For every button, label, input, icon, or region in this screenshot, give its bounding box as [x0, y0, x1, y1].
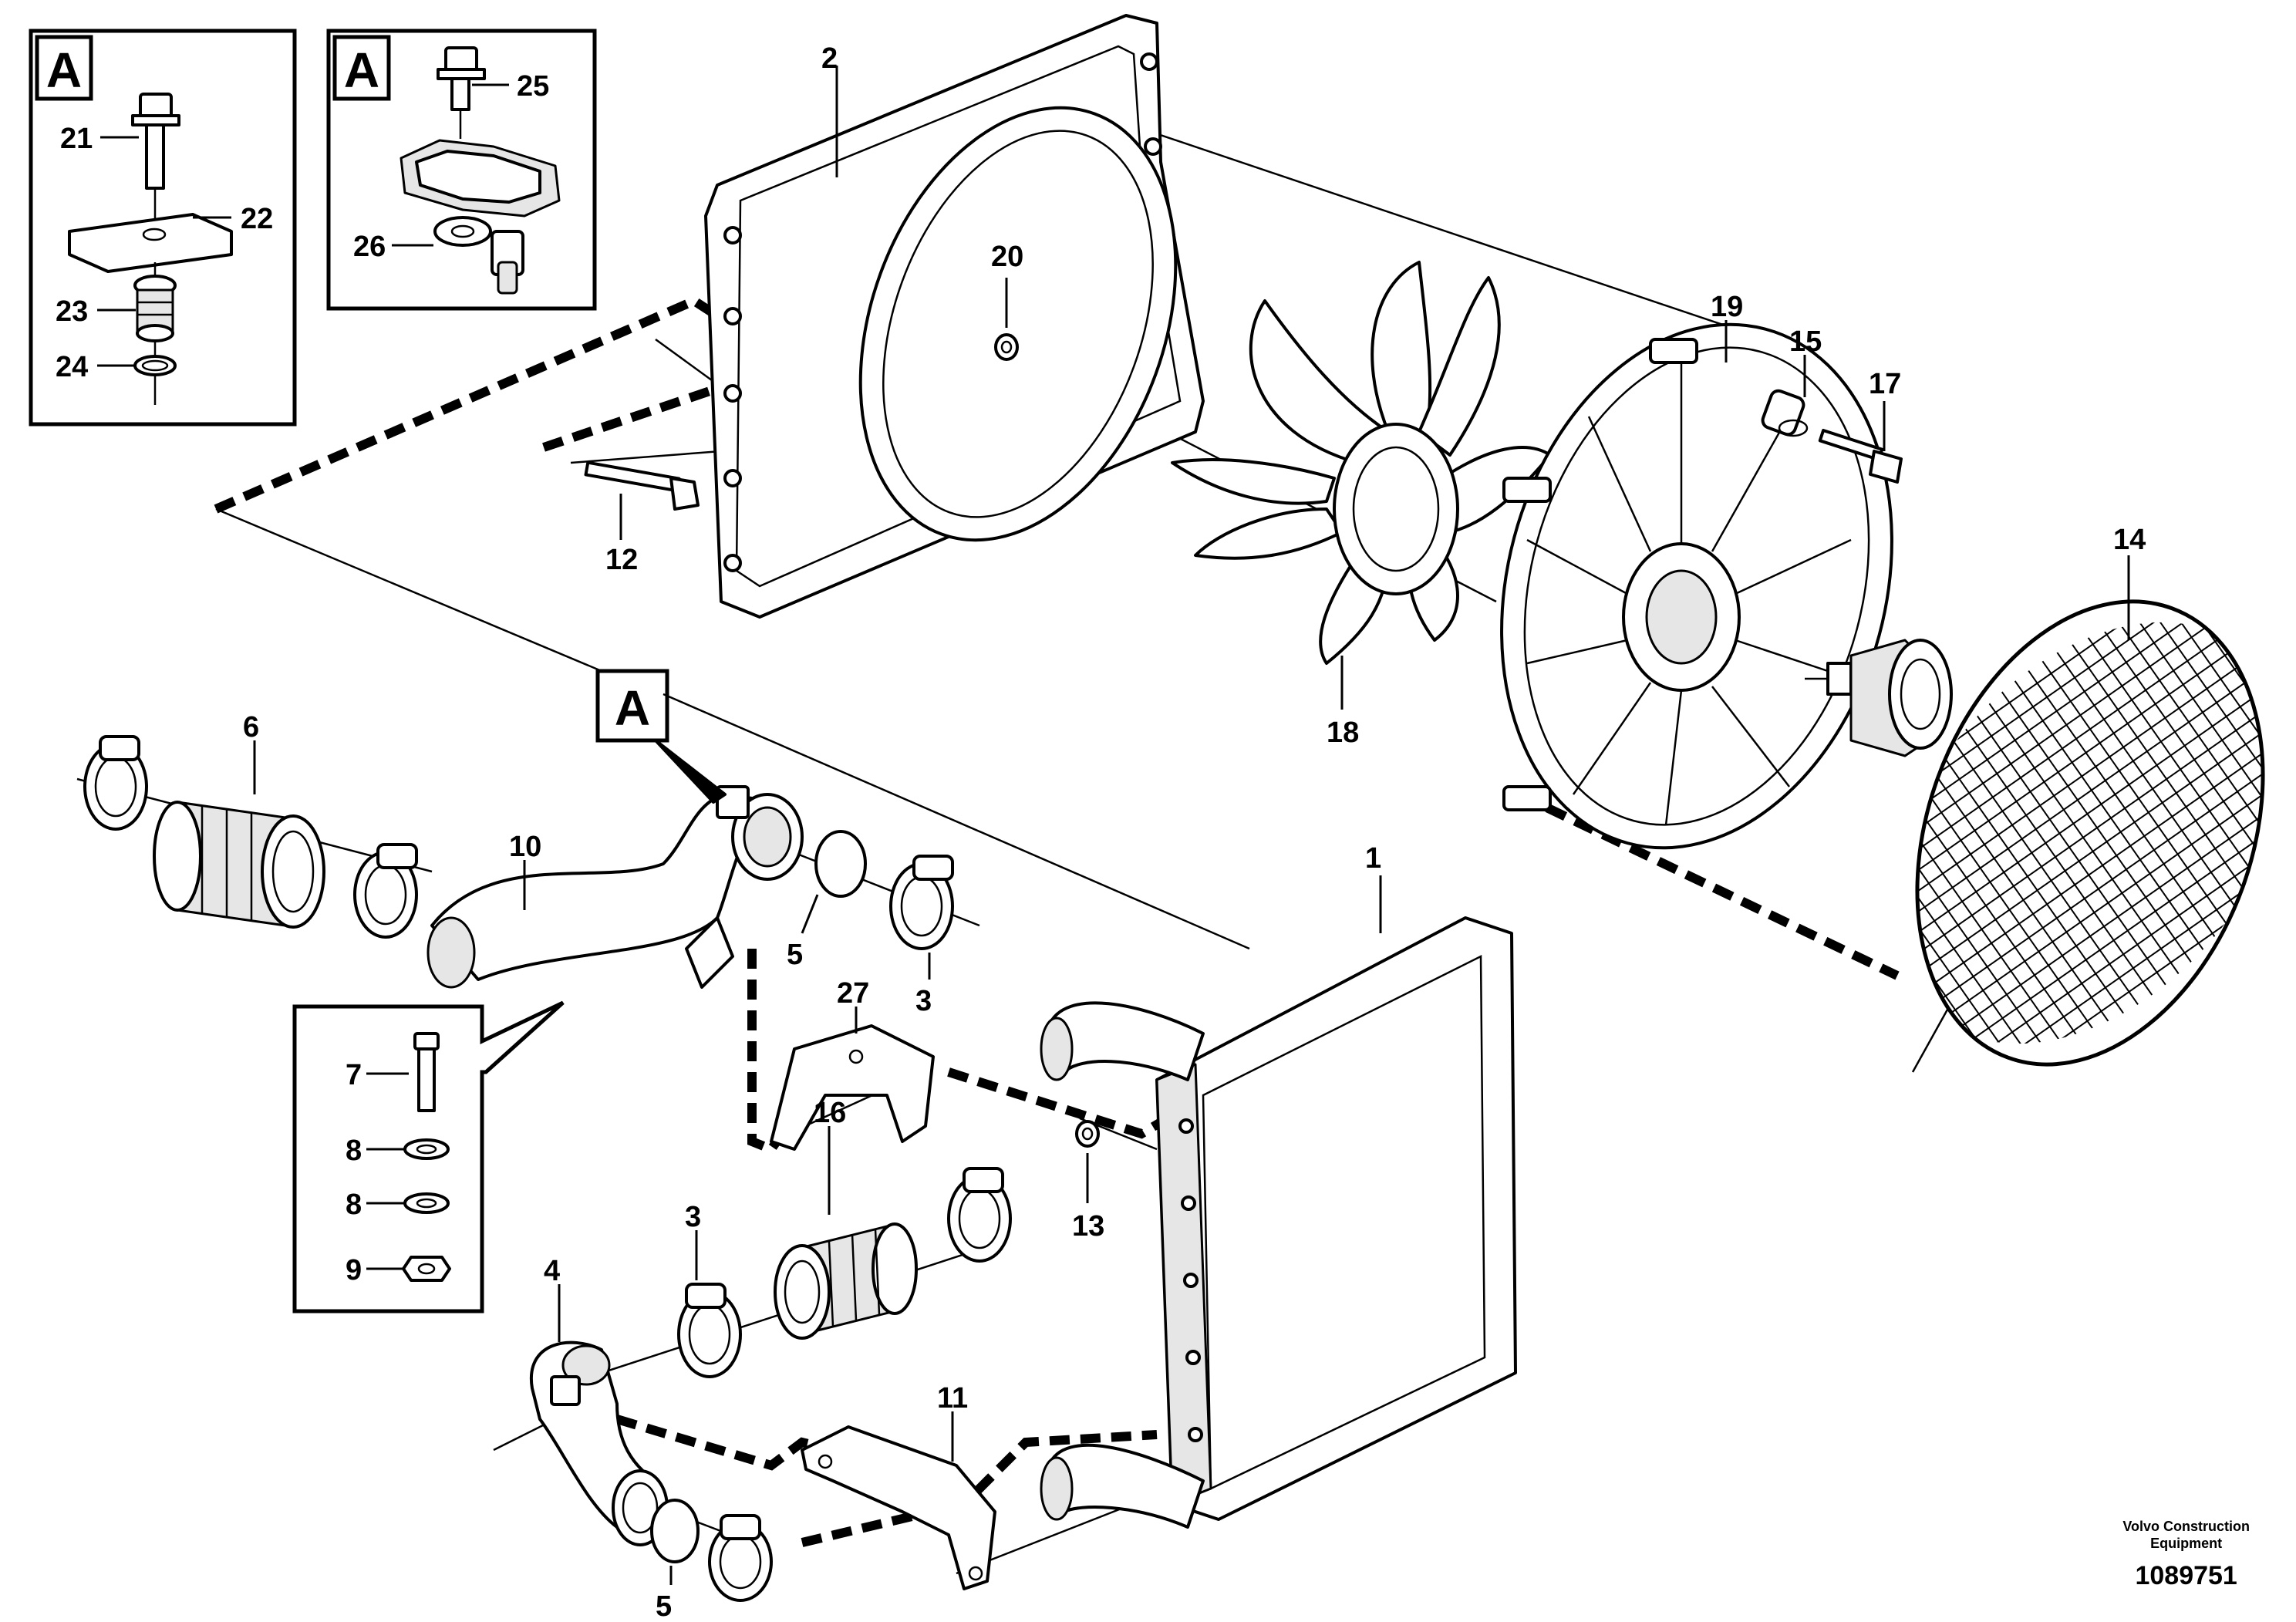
bolt-17-icon	[1818, 428, 1903, 484]
label-20: 20	[991, 241, 1023, 273]
clamp-left-icon	[83, 735, 148, 831]
o-ring-24-icon	[133, 355, 177, 376]
brand-line-1: Volvo Construction	[2122, 1519, 2250, 1534]
label-3-lower: 3	[685, 1201, 701, 1233]
fan-motor-frame	[1500, 322, 1893, 850]
label-26: 26	[353, 231, 386, 263]
sleeve-23-icon	[133, 275, 177, 342]
shroud-bolts	[723, 52, 1162, 572]
fan-motor-icon	[1805, 639, 1953, 757]
document-number: 1089751	[2135, 1561, 2237, 1590]
label-13: 13	[1072, 1210, 1104, 1243]
plate-22-icon	[68, 213, 233, 273]
label-17: 17	[1869, 368, 1901, 400]
bracket-27-icon	[770, 1024, 935, 1151]
label-14: 14	[2113, 524, 2146, 556]
label-16: 16	[814, 1097, 846, 1129]
bolt-7-icon	[413, 1032, 440, 1112]
clamp-mid-icon	[353, 843, 418, 939]
clamp-3-lower-icon	[677, 1283, 742, 1378]
pressure-sensor-26-icon	[400, 139, 561, 295]
charge-air-pipe-10	[426, 785, 804, 989]
label-3-upper: 3	[915, 985, 932, 1017]
label-10: 10	[509, 831, 541, 863]
detail-box-fasteners: 7 8 8 9	[292, 1000, 565, 1313]
detail-box-a-pressure-sensor: A 25 26	[326, 29, 597, 311]
label-7: 7	[346, 1059, 362, 1091]
label-24: 24	[56, 351, 88, 383]
detail-box-a-label: A	[46, 42, 82, 98]
detail-box-a2-label: A	[344, 42, 379, 98]
o-ring-5-upper-icon	[814, 830, 867, 898]
intercooler-bolts	[1178, 1118, 1203, 1442]
label-19: 19	[1711, 291, 1743, 323]
nut-9-icon	[402, 1256, 451, 1282]
nut-20-icon	[994, 333, 1019, 361]
intercooler-1	[1040, 916, 1517, 1529]
bolt-21-icon	[131, 93, 180, 190]
washer-8-upper-icon	[403, 1138, 450, 1160]
label-8-upper: 8	[346, 1135, 362, 1167]
cooling-fan-18	[1171, 261, 1552, 665]
fan-shroud-2	[704, 14, 1205, 619]
bracket-11-icon	[801, 1425, 996, 1590]
label-5-lower: 5	[656, 1590, 672, 1622]
label-27: 27	[837, 977, 869, 1010]
spacer-15-icon	[1761, 389, 1809, 437]
clamp-3-upper-icon	[889, 855, 954, 950]
detail-box-a-sensor-mount: A 21 22	[29, 29, 297, 427]
label-25: 25	[517, 70, 549, 103]
clamp-16-right-icon	[947, 1167, 1012, 1263]
nut-13-icon	[1075, 1120, 1100, 1148]
callout-a-label: A	[615, 680, 650, 736]
label-5-upper: 5	[787, 939, 803, 971]
washer-8-lower-icon	[403, 1192, 450, 1214]
label-23: 23	[56, 295, 88, 328]
label-21: 21	[60, 123, 93, 155]
clamp-lower-icon	[708, 1514, 773, 1602]
label-12: 12	[605, 544, 638, 576]
callout-a: A	[595, 669, 727, 804]
bolt-25-icon	[437, 46, 486, 111]
label-1: 1	[1365, 842, 1381, 875]
label-18: 18	[1327, 717, 1359, 749]
label-4: 4	[544, 1255, 560, 1287]
pipe-4-icon	[529, 1340, 669, 1546]
hose-6-icon	[153, 801, 325, 929]
hose-16-icon	[774, 1222, 918, 1340]
label-15: 15	[1789, 325, 1822, 358]
label-8-lower: 8	[346, 1189, 362, 1221]
mesh-guard-14	[1915, 599, 2265, 1067]
label-11: 11	[937, 1382, 968, 1415]
label-9: 9	[346, 1254, 362, 1286]
label-22: 22	[241, 203, 273, 235]
o-ring-5-lower-icon	[650, 1499, 700, 1563]
label-2: 2	[821, 42, 838, 75]
brand-line-2: Equipment	[2150, 1536, 2223, 1551]
bolt-12-icon	[584, 460, 700, 511]
footer: Volvo Construction Equipment 1089751	[2122, 1518, 2250, 1591]
label-6: 6	[243, 711, 259, 744]
